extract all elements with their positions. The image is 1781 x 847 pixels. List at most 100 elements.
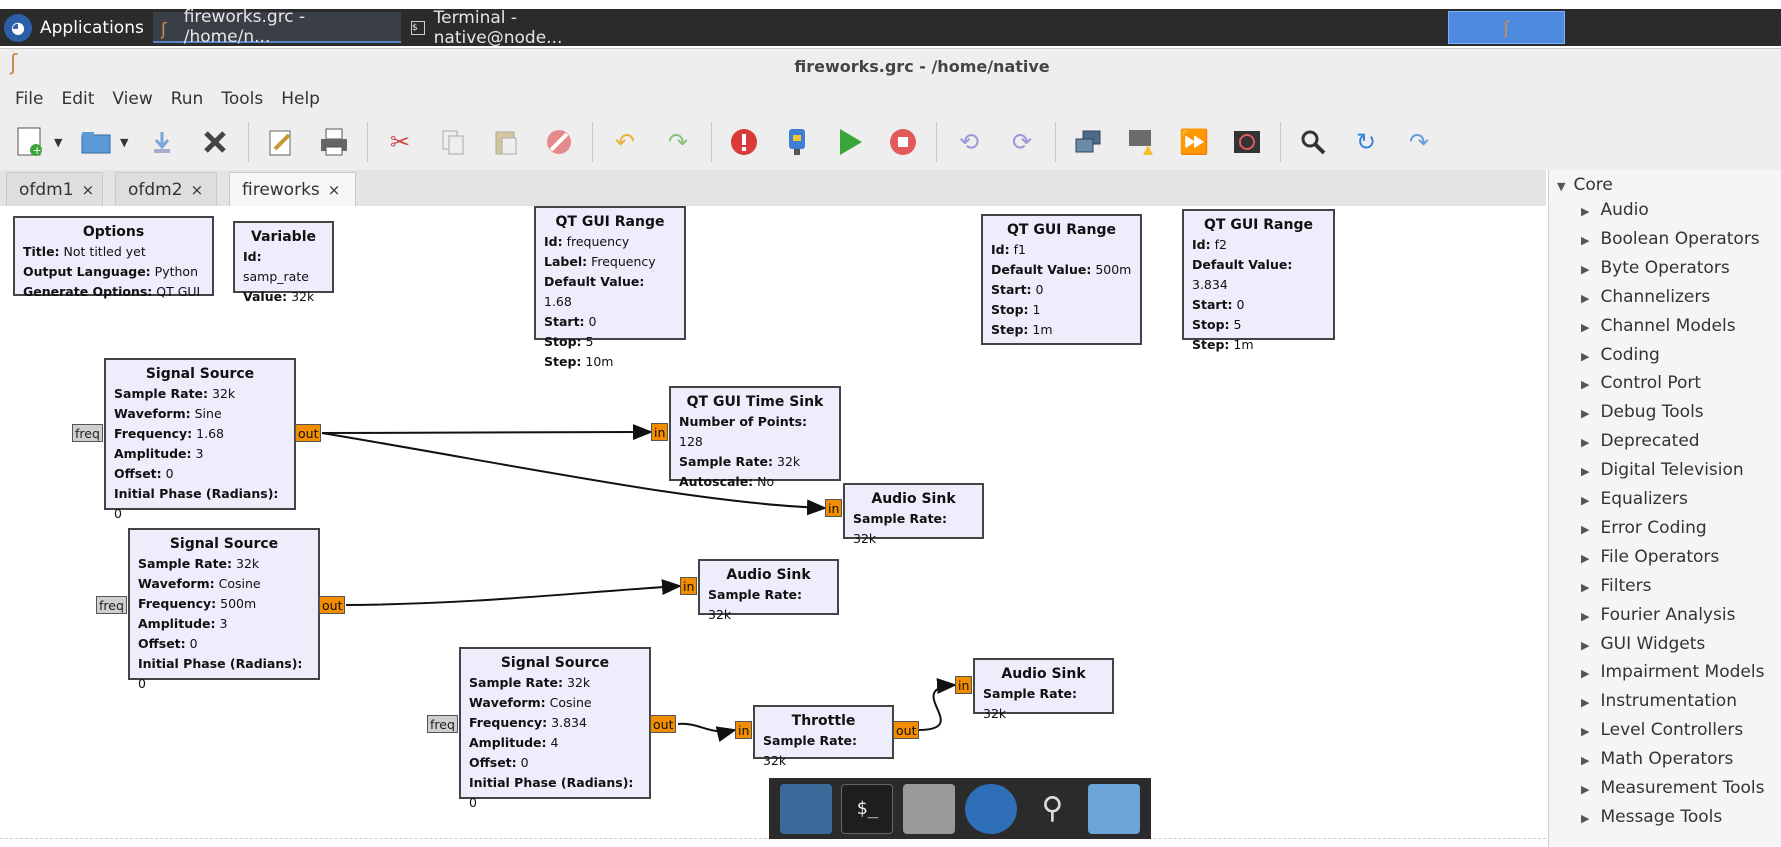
kill-icon[interactable] [1227,122,1267,162]
freq-port[interactable]: freq [96,596,127,614]
rotate-ccw-icon[interactable]: ⟲ [958,128,980,156]
out-port[interactable]: out [319,596,346,614]
tree-item-math-operators[interactable]: ▶Math Operators [1581,749,1733,769]
out-port[interactable]: out [295,424,322,442]
show-desktop-icon[interactable] [779,783,832,834]
tree-item-digital-television[interactable]: ▶Digital Television [1581,460,1744,480]
menu-file[interactable]: File [15,89,44,109]
terminal-icon[interactable]: $_ [841,783,894,834]
print-icon[interactable] [314,122,354,162]
tree-item-measurement-tools[interactable]: ▶Measurement Tools [1581,778,1764,798]
tab-fireworks[interactable]: fireworks× [229,172,356,206]
menu-help[interactable]: Help [281,89,320,109]
create-hier-icon[interactable] [1068,122,1108,162]
qt-gui-range-frequency-block[interactable]: QT GUI Range Id: frequency Label: Freque… [534,206,686,369]
connection-sig1-timesink[interactable] [321,424,653,441]
tab-ofdm1[interactable]: ofdm1× [6,172,103,206]
menu-run[interactable]: Run [170,89,204,109]
freq-port[interactable]: freq [427,715,458,733]
task-terminal[interactable]: $ Terminal - native@node... [403,8,653,48]
close-tab-icon[interactable]: × [190,180,204,199]
web-browser-icon[interactable] [964,783,1017,834]
tree-item-audio[interactable]: ▶Audio [1581,200,1649,220]
tree-item-coding[interactable]: ▶Coding [1581,345,1660,365]
delete-icon[interactable] [539,122,579,162]
in-port[interactable]: in [735,721,753,739]
close-icon[interactable] [195,122,235,162]
variable-block[interactable]: Variable Id: samp_rate Value: 32k [233,221,334,304]
out-port[interactable]: out [650,715,677,733]
paste-icon[interactable] [486,122,526,162]
undo-icon[interactable]: ↶ [614,128,636,156]
generate-icon[interactable] [777,122,817,162]
error-icon[interactable] [724,122,764,162]
tree-item-equalizers[interactable]: ▶Equalizers [1581,489,1688,509]
tree-item-channelizers[interactable]: ▶Channelizers [1581,287,1710,307]
stop-icon[interactable] [883,122,923,162]
workspace-indicator[interactable]: ʃ [1448,11,1565,44]
connection-sig2-audio2[interactable] [345,579,682,606]
menu-view[interactable]: View [112,89,153,109]
menu-tools[interactable]: Tools [221,89,264,109]
tree-root-core[interactable]: ▼Core [1557,175,1613,195]
out-port[interactable]: out [893,721,920,739]
connection-throttle-audio3[interactable] [917,678,957,731]
signal-source-3-block[interactable]: Signal Source Sample Rate: 32k Waveform:… [459,647,651,810]
tree-item-channel-models[interactable]: ▶Channel Models [1581,316,1736,336]
tree-item-boolean-operators[interactable]: ▶Boolean Operators [1581,229,1760,249]
folder-icon[interactable] [1088,783,1141,834]
tree-item-filters[interactable]: ▶Filters [1581,576,1651,596]
redo-icon[interactable]: ↷ [667,128,689,156]
qt-gui-range-f1-block[interactable]: QT GUI Range Id: f1 Default Value: 500m … [981,214,1142,345]
run-icon[interactable] [830,122,870,162]
tree-item-debug-tools[interactable]: ▶Debug Tools [1581,402,1704,422]
copy-icon[interactable] [433,122,473,162]
tree-item-level-controllers[interactable]: ▶Level Controllers [1581,720,1743,740]
tab-ofdm2[interactable]: ofdm2× [115,172,217,206]
open-dropdown-icon[interactable]: ▼ [120,135,129,149]
freq-port[interactable]: freq [72,424,103,442]
qt-gui-time-sink-block[interactable]: QT GUI Time Sink Number of Points: 128 S… [669,386,841,489]
tree-item-control-port[interactable]: ▶Control Port [1581,373,1701,393]
signal-source-2-block[interactable]: Signal Source Sample Rate: 32k Waveform:… [128,528,320,691]
save-icon[interactable] [142,122,182,162]
flowgraph-canvas[interactable]: Options Title: Not titled yet Output Lan… [0,206,1546,839]
audio-sink-2-block[interactable]: Audio Sink Sample Rate: 32k [698,559,839,622]
tree-item-gui-widgets[interactable]: ▶GUI Widgets [1581,634,1705,654]
tree-item-byte-operators[interactable]: ▶Byte Operators [1581,258,1730,278]
signal-source-1-block[interactable]: Signal Source Sample Rate: 32k Waveform:… [104,358,296,521]
tree-item-error-coding[interactable]: ▶Error Coding [1581,518,1707,538]
in-port[interactable]: in [955,676,973,694]
find-icon[interactable] [1293,122,1333,162]
audio-sink-1-block[interactable]: Audio Sink Sample Rate: 32k [843,483,984,546]
cut-icon[interactable]: ✂ [389,128,411,156]
tree-item-message-tools[interactable]: ▶Message Tools [1581,807,1722,827]
task-fireworks[interactable]: ʃ fireworks.grc - /home/n... [153,7,401,47]
tree-item-file-operators[interactable]: ▶File Operators [1581,547,1719,567]
redo-arrow-icon[interactable]: ↷ [1408,128,1430,156]
in-port[interactable]: in [651,423,669,441]
home-folder-icon[interactable] [903,783,956,834]
in-port[interactable]: in [680,577,698,595]
edit-properties-icon[interactable] [261,122,301,162]
connection-sig1-audio1[interactable] [321,432,827,516]
tree-item-instrumentation[interactable]: ▶Instrumentation [1581,691,1737,711]
menu-edit[interactable]: Edit [61,89,95,109]
reload-icon[interactable]: ↻ [1355,128,1377,156]
qt-gui-range-f2-block[interactable]: QT GUI Range Id: f2 Default Value: 3.834… [1182,209,1335,352]
close-tab-icon[interactable]: × [327,180,341,199]
open-hier-icon[interactable] [1121,122,1161,162]
in-port[interactable]: in [825,499,843,517]
search-icon[interactable]: ⚲ [1041,791,1064,826]
block-library-tree[interactable]: ▼Core ▶Audio ▶Boolean Operators ▶Byte Oper… [1548,170,1781,847]
connection-sig3-throttle[interactable] [677,722,737,742]
new-file-icon[interactable]: + [10,122,50,162]
audio-sink-3-block[interactable]: Audio Sink Sample Rate: 32k [973,658,1114,721]
tree-item-fourier-analysis[interactable]: ▶Fourier Analysis [1581,605,1735,625]
open-folder-icon[interactable] [76,122,116,162]
throttle-block[interactable]: Throttle Sample Rate: 32k [753,705,894,768]
tree-item-deprecated[interactable]: ▶Deprecated [1581,431,1700,451]
rotate-cw-icon[interactable]: ⟳ [1011,128,1033,156]
close-tab-icon[interactable]: × [81,180,95,199]
options-block[interactable]: Options Title: Not titled yet Output Lan… [13,216,214,299]
